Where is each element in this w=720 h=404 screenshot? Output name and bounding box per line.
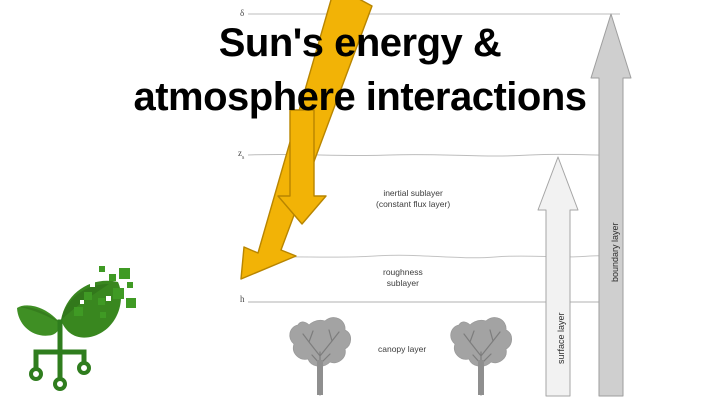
surface-layer-arrow xyxy=(537,156,579,397)
roughness-boundary-line xyxy=(247,254,621,259)
axis-label-h: h xyxy=(240,294,245,304)
label-surface-layer: surface layer xyxy=(556,312,566,364)
label-inertial-sublayer: inertial sublayer (constant flux layer) xyxy=(376,188,450,211)
logo-circuit-nodes xyxy=(29,361,91,391)
axis-label-zs: zs xyxy=(238,148,245,161)
label-inertial-sublayer-line2: (constant flux layer) xyxy=(376,199,451,210)
label-roughness-sublayer: roughness sublayer xyxy=(383,267,423,290)
logo-circuit-roots xyxy=(33,319,87,383)
label-inertial-sublayer-line1: inertial sublayer xyxy=(383,188,443,198)
label-roughness-sublayer-line2: sublayer xyxy=(386,278,419,289)
logo-leaf-small xyxy=(17,305,60,336)
logo-pixels xyxy=(74,266,136,318)
sun-ray-vertical-arrow xyxy=(277,109,327,225)
tree-left xyxy=(289,317,352,396)
label-boundary-layer: boundary layer xyxy=(610,222,620,282)
logo-leaf-main-shade xyxy=(61,284,109,320)
logo-leaf-main xyxy=(61,280,121,338)
label-canopy-layer: canopy layer xyxy=(378,344,427,354)
label-roughness-sublayer-line1: roughness xyxy=(383,267,423,277)
boundary-layer-arrow xyxy=(590,13,632,397)
plant-circuit-logo xyxy=(17,266,136,391)
tree-right xyxy=(450,317,513,396)
logo-pixel-highlights xyxy=(80,282,111,304)
axis-label-delta: δ xyxy=(240,8,245,18)
